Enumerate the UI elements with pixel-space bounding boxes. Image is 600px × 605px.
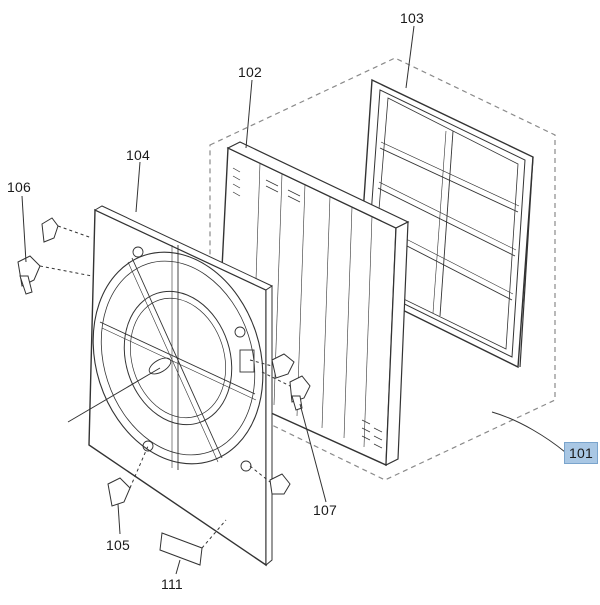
callout-104: 104 <box>126 147 150 163</box>
frame-104 <box>67 205 274 567</box>
callout-102: 102 <box>238 64 262 80</box>
leader-lines <box>21 25 566 575</box>
callout-111: 111 <box>161 576 183 592</box>
callout-105: 105 <box>106 537 130 553</box>
clip-parts <box>17 217 311 566</box>
callout-107: 107 <box>313 502 337 518</box>
callout-103: 103 <box>400 10 424 26</box>
callout-106: 106 <box>7 179 31 195</box>
callout-101-highlighted[interactable]: 101 <box>564 442 598 464</box>
